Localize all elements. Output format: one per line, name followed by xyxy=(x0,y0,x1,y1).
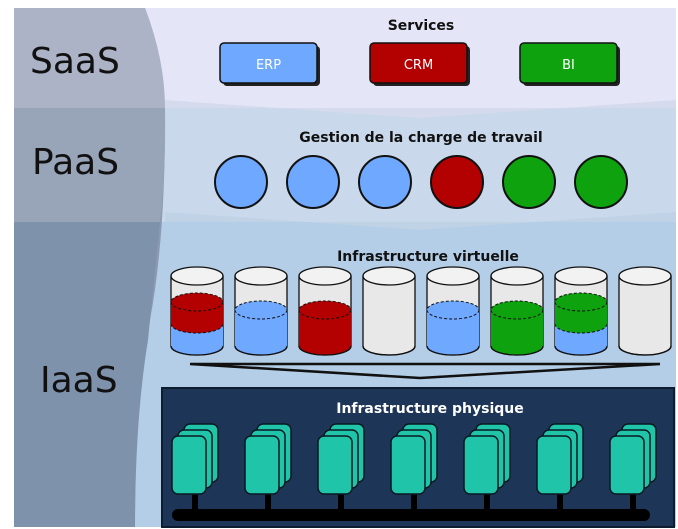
cylinder-top xyxy=(234,266,288,286)
virtual-cylinder xyxy=(234,266,288,356)
cylinder-base xyxy=(490,345,544,356)
virtual-bracket xyxy=(189,362,661,380)
cylinder-top xyxy=(170,266,224,286)
iaas-label-area xyxy=(14,222,160,527)
cylinder-body xyxy=(362,275,416,356)
physical-group xyxy=(171,423,657,510)
paas-label-area xyxy=(14,108,166,222)
server-stack xyxy=(390,423,438,510)
virtual-cylinder xyxy=(298,266,352,356)
saas-funnel xyxy=(165,100,676,118)
paas-funnel xyxy=(165,212,676,230)
physical-bus xyxy=(172,509,650,521)
server-leg xyxy=(192,490,198,510)
cylinder-fill-top xyxy=(554,292,608,312)
server-leg xyxy=(557,490,563,510)
virtual-cylinder xyxy=(170,266,224,356)
server-leg xyxy=(630,490,636,510)
cylinder-base xyxy=(554,345,608,356)
workload-circle xyxy=(574,155,628,209)
cylinder-body xyxy=(618,275,672,356)
cylinder-fill-top xyxy=(426,300,480,320)
cylinder-top xyxy=(554,266,608,286)
server-unit xyxy=(463,435,499,495)
service-box xyxy=(519,42,618,84)
physical-title: Infrastructure physique xyxy=(336,401,523,417)
paas-label: PaaS xyxy=(32,142,119,183)
cylinder-fill xyxy=(491,310,543,355)
server-stack xyxy=(536,423,584,510)
workload-circle xyxy=(214,155,268,209)
cylinder-base xyxy=(170,345,224,356)
cylinder-top xyxy=(618,266,672,286)
service-box xyxy=(369,42,468,84)
saas-label-area xyxy=(14,8,165,108)
service-bi: BI xyxy=(519,42,620,86)
server-stack xyxy=(171,423,219,510)
virtual-group xyxy=(170,266,672,356)
virtual-title: Infrastructure virtuelle xyxy=(337,249,519,265)
cylinder-base xyxy=(298,345,352,356)
cylinder-fill-top xyxy=(298,300,352,320)
server-stack xyxy=(244,423,292,510)
server-leg xyxy=(338,490,344,510)
cylinder-base xyxy=(618,345,672,356)
server-leg xyxy=(265,490,271,510)
service-label: ERP xyxy=(256,58,281,73)
server-unit xyxy=(609,435,645,495)
virtual-cylinder xyxy=(554,266,608,356)
server-stack xyxy=(463,423,511,510)
service-crm: CRM xyxy=(369,42,470,86)
service-label: BI xyxy=(562,58,575,73)
services-group: ERP CRM BI xyxy=(219,42,620,86)
server-unit xyxy=(390,435,426,495)
server-leg xyxy=(411,490,417,510)
cylinder-base xyxy=(426,345,480,356)
workload-circle xyxy=(286,155,340,209)
server-stack xyxy=(609,423,657,510)
workload-circle xyxy=(430,155,484,209)
server-leg xyxy=(484,490,490,510)
cylinder-fill-top xyxy=(234,300,288,320)
services-title: Services xyxy=(388,18,455,34)
workload-title: Gestion de la charge de travail xyxy=(299,130,542,146)
cylinder-fill xyxy=(427,310,479,355)
server-stack xyxy=(317,423,365,510)
service-label: CRM xyxy=(404,58,433,73)
workload-group xyxy=(214,155,628,209)
cylinder-top xyxy=(490,266,544,286)
service-erp: ERP xyxy=(219,42,320,86)
cylinder-fill xyxy=(299,310,351,355)
server-unit xyxy=(317,435,353,495)
server-unit xyxy=(536,435,572,495)
iaas-label: IaaS xyxy=(40,360,118,401)
saas-label: SaaS xyxy=(30,41,120,82)
virtual-cylinder xyxy=(490,266,544,356)
cylinder-fill-top xyxy=(490,300,544,320)
workload-circle xyxy=(358,155,412,209)
cylinder-fill-top xyxy=(170,292,224,312)
cylinder-top xyxy=(362,266,416,286)
virtual-cylinder xyxy=(618,266,672,356)
workload-circle xyxy=(502,155,556,209)
server-unit xyxy=(171,435,207,495)
cylinder-fill xyxy=(235,310,287,355)
virtual-cylinder xyxy=(426,266,480,356)
server-unit xyxy=(244,435,280,495)
service-box xyxy=(219,42,318,84)
cylinder-top xyxy=(298,266,352,286)
cylinder-base xyxy=(234,345,288,356)
cylinder-base xyxy=(362,345,416,356)
cylinder-top xyxy=(426,266,480,286)
virtual-cylinder xyxy=(362,266,416,356)
